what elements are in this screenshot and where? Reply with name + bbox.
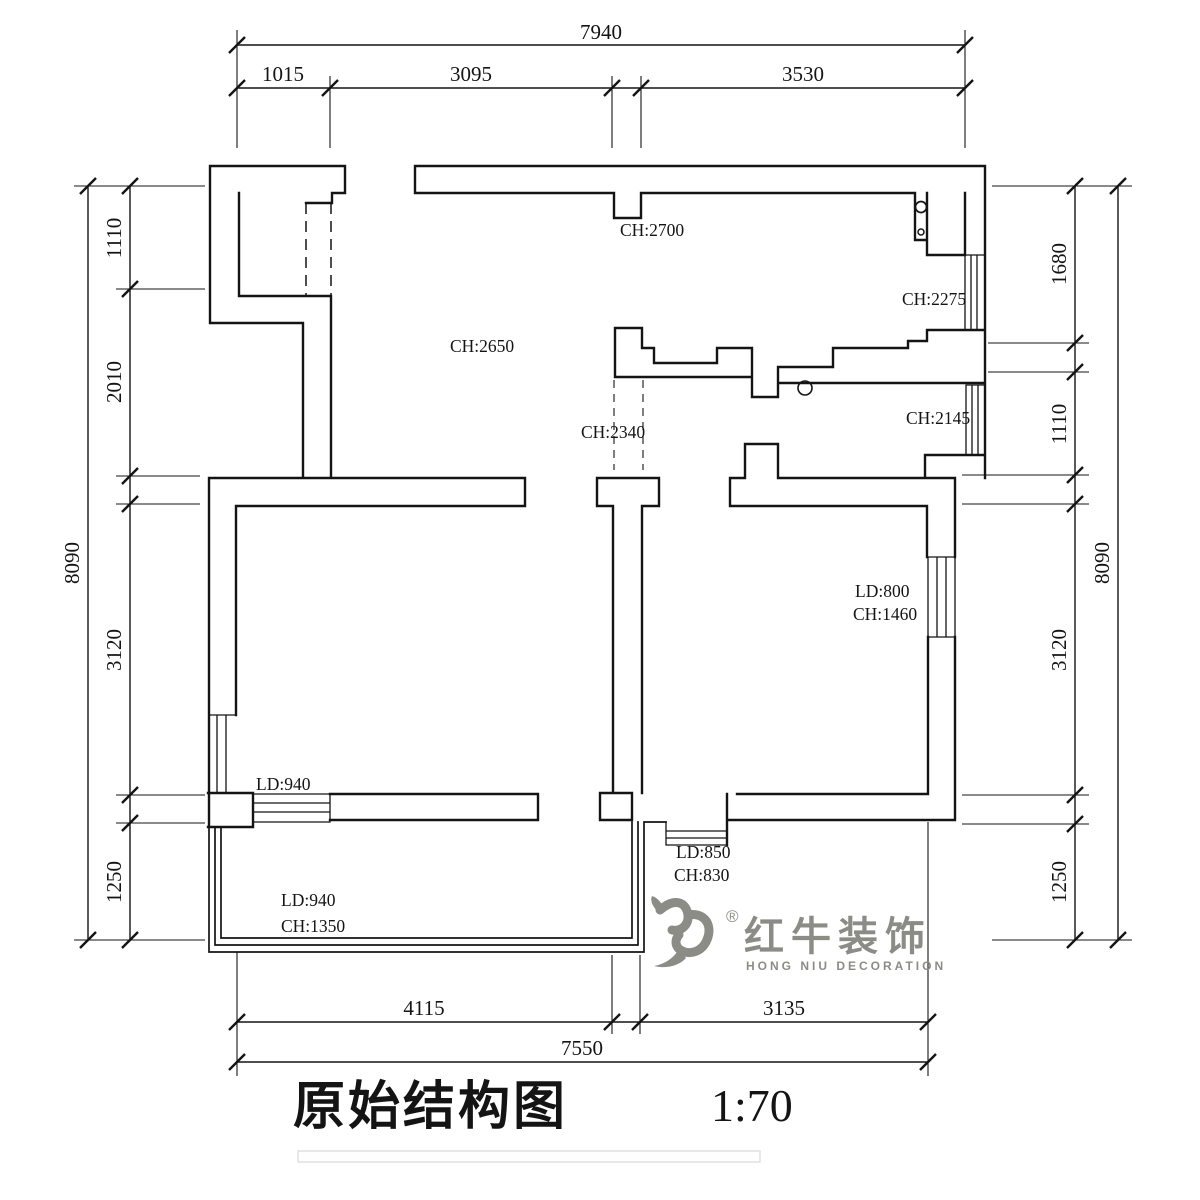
label-ld940-window: LD:940 [256, 774, 311, 794]
label-ld850: LD:850 [676, 842, 731, 862]
label-ch2700: CH:2700 [620, 220, 684, 240]
label-ch1460: CH:1460 [853, 604, 917, 624]
room-labels: CH:2700 CH:2650 CH:2340 CH:2275 CH:2145 … [256, 220, 970, 936]
dim-bottom-seg2: 3135 [763, 996, 805, 1020]
dim-bottom-seg1: 4115 [403, 996, 444, 1020]
company-logo: ® 红牛装饰 HONG NIU DECORATION [651, 896, 946, 973]
closet-dashed-opening [305, 203, 332, 296]
dim-top-seg2: 3095 [450, 62, 492, 86]
label-ch2650: CH:2650 [450, 336, 514, 356]
wall-lines [206, 164, 987, 847]
extension-lines [74, 30, 1132, 1076]
label-ch2275: CH:2275 [902, 289, 966, 309]
gas-meter-dial-icon [914, 200, 928, 214]
opening-projection-lines [613, 380, 644, 470]
label-ld940-balcony: LD:940 [281, 890, 336, 910]
drawing-scale: 1:70 [711, 1080, 793, 1131]
gas-valve-icon [917, 228, 925, 236]
dim-right-total: 8090 [1090, 542, 1114, 584]
scale-bar [297, 1150, 761, 1163]
dim-right-seg2: 1110 [1047, 404, 1071, 444]
logo-name-cn: 红牛装饰 [744, 915, 932, 959]
dim-right-seg1: 1680 [1047, 243, 1071, 285]
logo-name-en: HONG NIU DECORATION [746, 959, 946, 973]
dimension-lines [74, 30, 1132, 1076]
label-ld800: LD:800 [855, 581, 910, 601]
window-hatches [208, 254, 986, 846]
title-block: 原始结构图 1:70 [293, 1078, 793, 1163]
label-ch2340: CH:2340 [581, 422, 645, 442]
dim-left-seg4: 1250 [102, 861, 126, 903]
dim-left-seg2: 2010 [102, 361, 126, 403]
dimension-texts: 7940 1015 3095 3530 8090 1110 2010 3120 … [60, 20, 1114, 1060]
pipe-riser-icon [797, 380, 813, 396]
dim-left-total: 8090 [60, 542, 84, 584]
dim-bottom-total: 7550 [561, 1036, 603, 1060]
dim-left-seg1: 1110 [102, 218, 126, 258]
registered-mark-icon: ® [726, 907, 739, 926]
dim-left-seg3: 3120 [102, 629, 126, 671]
dim-right-seg3: 3120 [1047, 629, 1071, 671]
dim-top-seg3: 3530 [782, 62, 824, 86]
gas-meter-box [914, 200, 928, 236]
bull-logo-icon [651, 896, 714, 968]
label-ch1350: CH:1350 [281, 916, 345, 936]
drawing-title: 原始结构图 [293, 1078, 568, 1136]
dim-top-seg1: 1015 [262, 62, 304, 86]
balcony-window-lines [208, 821, 667, 953]
dim-top-total: 7940 [580, 20, 622, 44]
label-ch830: CH:830 [674, 865, 730, 885]
dim-right-seg4: 1250 [1047, 861, 1071, 903]
dimension-ticks [79, 36, 1127, 1071]
label-ch2145: CH:2145 [906, 408, 970, 428]
